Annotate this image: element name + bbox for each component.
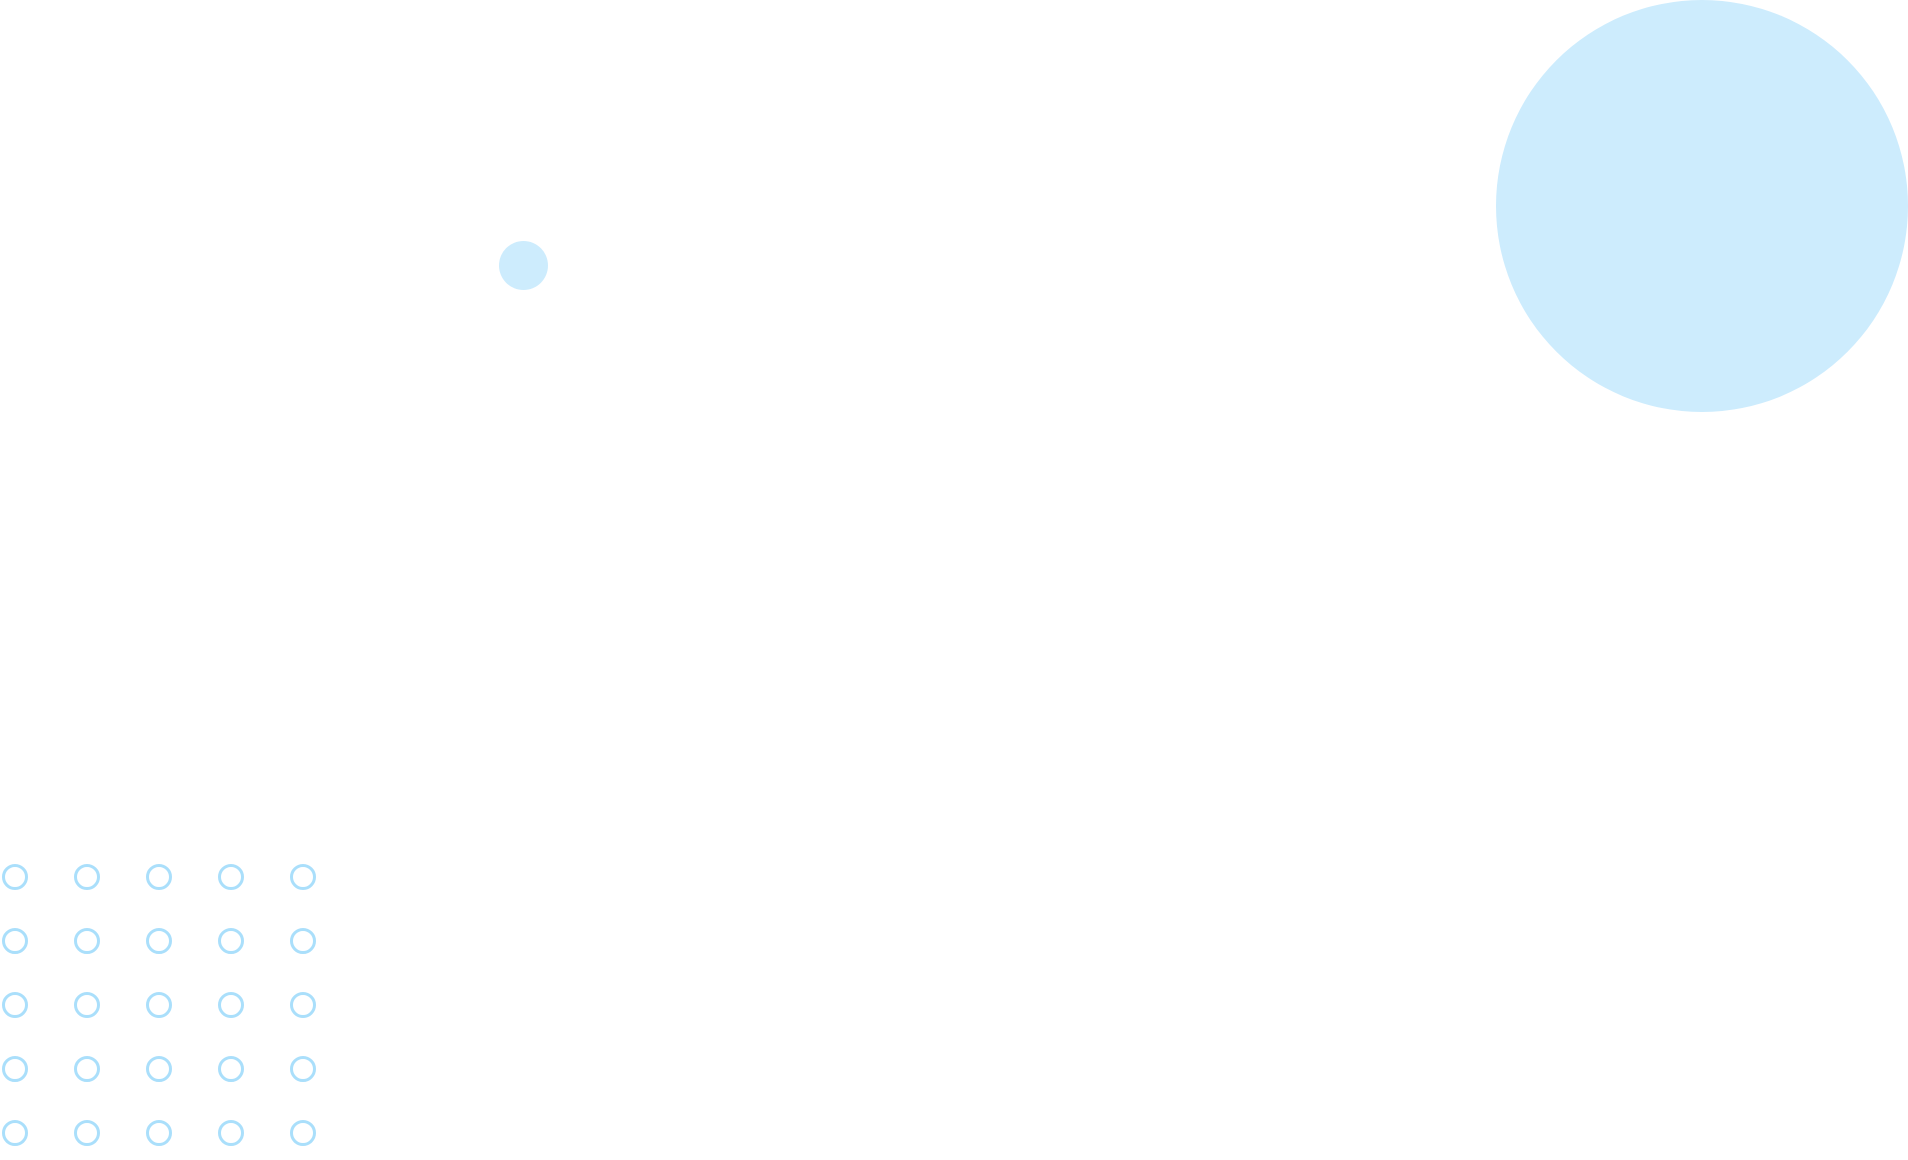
small-decorative-dot xyxy=(499,241,548,290)
decorative-ring xyxy=(218,1120,244,1146)
decorative-ring xyxy=(146,1120,172,1146)
decorative-ring xyxy=(2,992,28,1018)
decorative-ring xyxy=(290,928,316,954)
decorative-ring xyxy=(290,1120,316,1146)
decorative-ring xyxy=(218,992,244,1018)
decorative-ring xyxy=(218,864,244,890)
decorative-ring xyxy=(290,992,316,1018)
decorative-ring xyxy=(2,1056,28,1082)
decorative-ring xyxy=(146,864,172,890)
decorative-ring xyxy=(146,1056,172,1082)
decorative-ring xyxy=(74,992,100,1018)
decorative-ring xyxy=(218,1056,244,1082)
decorative-ring xyxy=(74,864,100,890)
decorative-ring xyxy=(2,1120,28,1146)
decorative-ring-grid xyxy=(0,864,322,1152)
decorative-ring xyxy=(2,864,28,890)
decorative-ring xyxy=(2,928,28,954)
decorative-ring xyxy=(74,928,100,954)
large-decorative-circle xyxy=(1496,0,1908,412)
decorative-ring xyxy=(74,1120,100,1146)
decorative-ring xyxy=(290,864,316,890)
decorative-ring xyxy=(74,1056,100,1082)
decorative-ring xyxy=(146,992,172,1018)
decorative-ring xyxy=(290,1056,316,1082)
decorative-ring xyxy=(146,928,172,954)
decorative-ring xyxy=(218,928,244,954)
